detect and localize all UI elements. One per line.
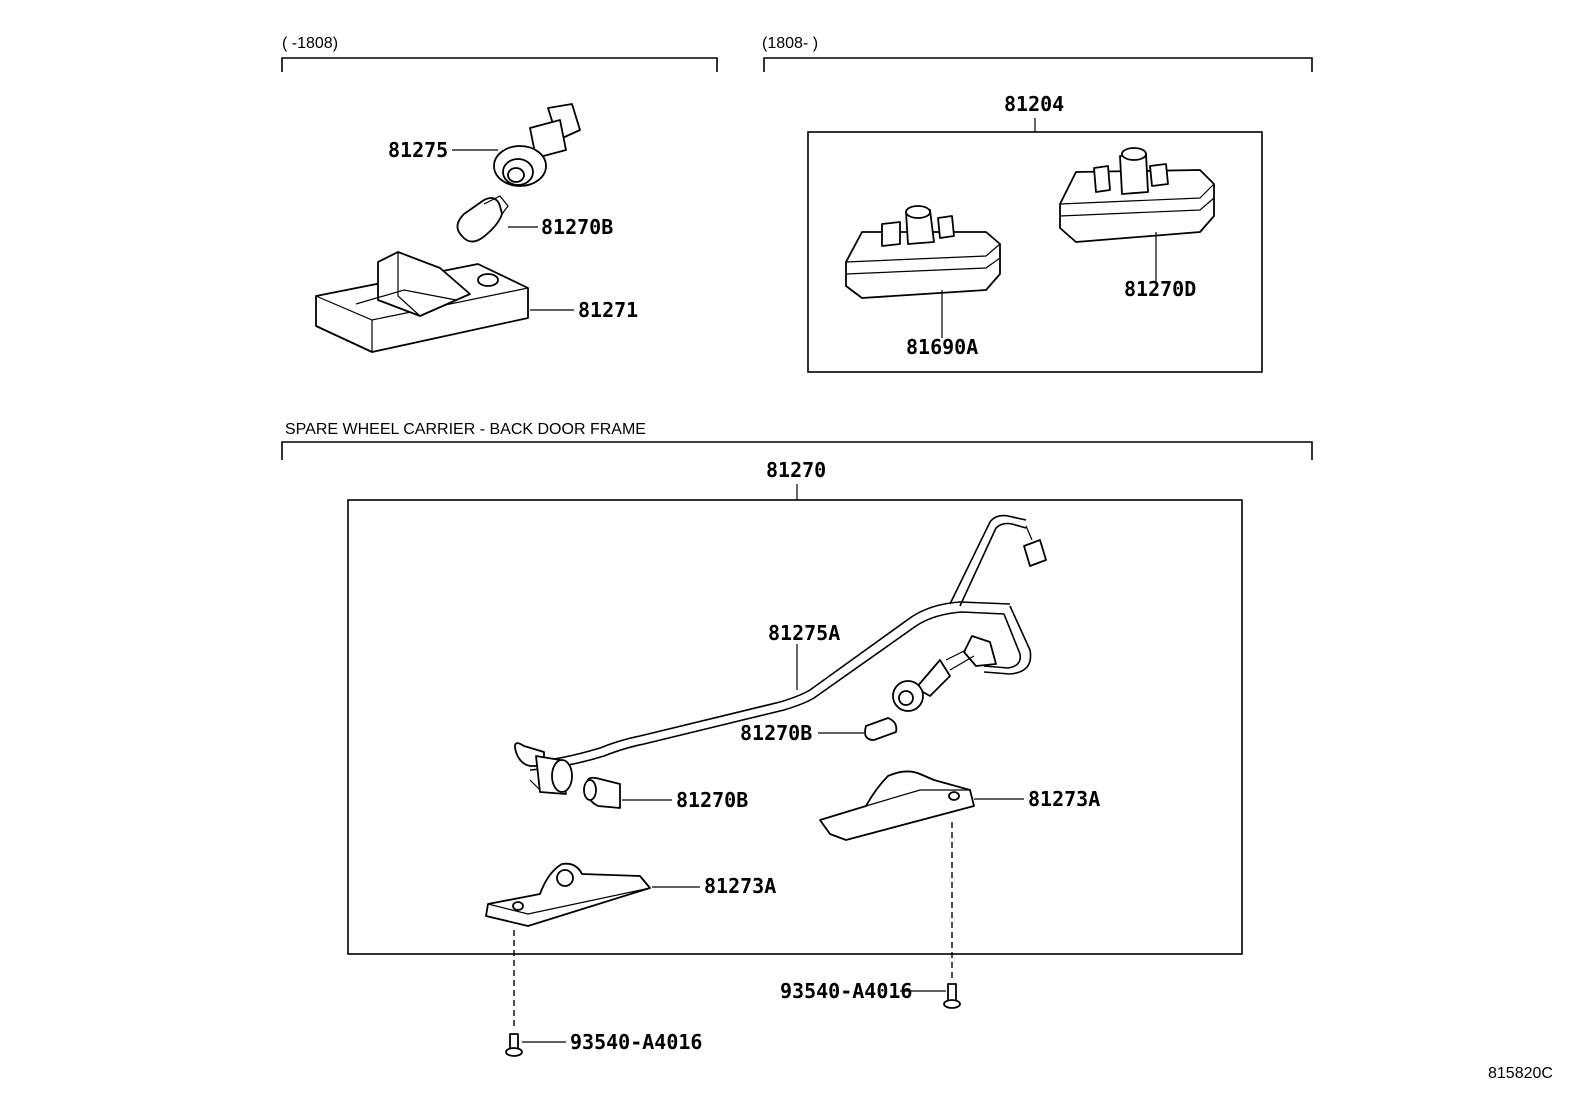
screw-left-drawing bbox=[505, 1033, 523, 1057]
wire-harness-81275A-drawing bbox=[514, 514, 1047, 795]
section-label-spare-wheel: SPARE WHEEL CARRIER - BACK DOOR FRAME bbox=[285, 421, 646, 438]
section-bracket-spare-wheel bbox=[281, 441, 1313, 460]
section-bracket-pre-1808 bbox=[281, 57, 718, 72]
part-label-81270B-mid: 81270B bbox=[740, 721, 812, 745]
screw-right-drawing bbox=[943, 983, 961, 1009]
part-label-81204: 81204 bbox=[1004, 92, 1064, 116]
section-label-pre-1808: ( -1808) bbox=[282, 35, 338, 52]
section-label-post-1808: (1808- ) bbox=[762, 35, 818, 52]
part-label-81271: 81271 bbox=[578, 298, 638, 322]
part-label-screw-left: 93540-A4016 bbox=[570, 1030, 702, 1054]
bulb-81270B-mid-drawing bbox=[864, 717, 898, 741]
part-label-81270D: 81270D bbox=[1124, 277, 1196, 301]
socket-81275-drawing bbox=[493, 103, 581, 187]
part-label-81273A-left: 81273A bbox=[704, 874, 776, 898]
figure-code: 815820C bbox=[1488, 1065, 1553, 1082]
lamp-81271-drawing bbox=[315, 251, 529, 353]
bulb-81270B-top-drawing bbox=[456, 195, 509, 243]
part-label-screw-right: 93540-A4016 bbox=[780, 979, 912, 1003]
part-label-81690A: 81690A bbox=[906, 335, 978, 359]
bracket-81273A-right-drawing bbox=[819, 770, 975, 841]
part-label-81275: 81275 bbox=[388, 138, 448, 162]
part-label-81270: 81270 bbox=[766, 458, 826, 482]
bulb-81270B-low-drawing bbox=[583, 776, 621, 809]
section-bracket-post-1808 bbox=[763, 57, 1313, 72]
part-label-81270B-low: 81270B bbox=[676, 788, 748, 812]
assembly-box-81270 bbox=[347, 499, 1243, 955]
part-label-81270B-top: 81270B bbox=[541, 215, 613, 239]
lamp-81690A-drawing bbox=[845, 205, 1001, 299]
part-label-81273A-right: 81273A bbox=[1028, 787, 1100, 811]
part-label-81275A: 81275A bbox=[768, 621, 840, 645]
bracket-81273A-left-drawing bbox=[485, 862, 651, 927]
assembly-box-81204 bbox=[807, 131, 1263, 373]
lamp-81270D-drawing bbox=[1059, 147, 1215, 243]
